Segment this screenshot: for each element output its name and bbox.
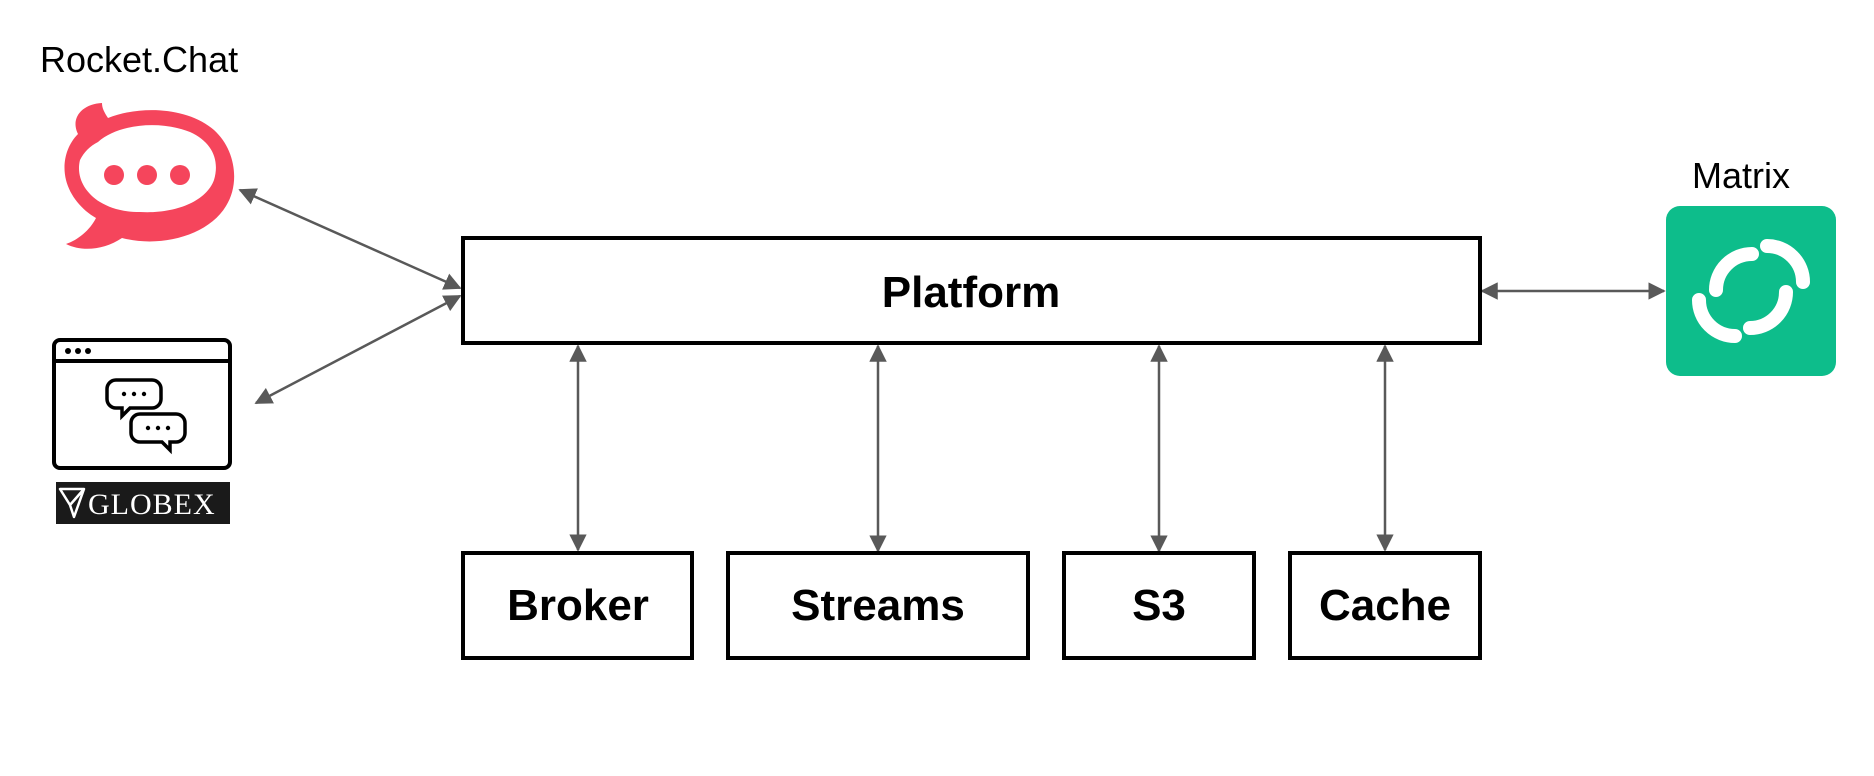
chat-window-icon [52,338,232,470]
platform-label: Platform [882,268,1060,317]
streams-node[interactable]: Streams [726,551,1030,660]
globex-logo-icon: GLOBEX [56,482,230,524]
matrix-label: Matrix [1692,155,1790,196]
cache-box [1288,551,1482,660]
s3-node[interactable]: S3 [1062,551,1256,660]
arrow-globex-platform [254,294,462,405]
matrix-logo-icon [1666,206,1836,376]
chat-bubbles-icon [105,378,187,455]
rocketchat-label: Rocket.Chat [40,39,238,80]
globex-node[interactable]: GLOBEX [52,338,232,524]
broker-label: Broker [507,581,649,630]
broker-node[interactable]: Broker [461,551,694,660]
arrow-rocketchat-platform [238,188,462,290]
cache-node[interactable]: Cache [1288,551,1482,660]
platform-node[interactable]: Platform [461,236,1482,345]
globex-label: GLOBEX [88,488,216,521]
s3-label: S3 [1132,581,1186,630]
streams-label: Streams [791,581,965,630]
broker-box [461,551,694,660]
rocketchat-logo-icon [64,103,235,249]
cache-label: Cache [1319,581,1451,630]
rocketchat-node[interactable]: Rocket.Chat [40,39,238,249]
streams-box [726,551,1030,660]
matrix-node[interactable]: Matrix [1666,155,1836,376]
platform-box [461,236,1482,345]
connectors [238,188,1666,553]
s3-box [1062,551,1256,660]
